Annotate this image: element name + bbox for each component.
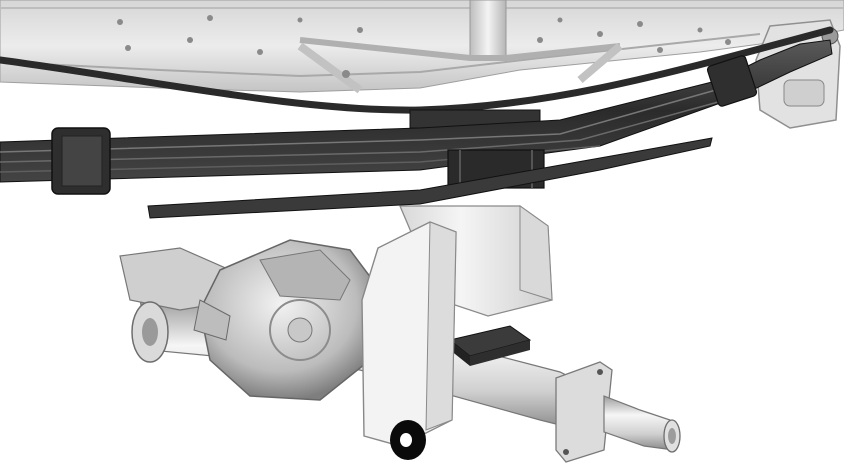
- helper-leaf: [147, 137, 713, 219]
- spring-seat-pad: [448, 325, 532, 366]
- frame-holes: [117, 15, 731, 78]
- leaf-spring-pack: [0, 39, 833, 195]
- wheel-spindle: [555, 361, 681, 463]
- spring-clamp-left: [51, 127, 111, 195]
- hanger-bracket: [361, 205, 553, 460]
- spring-clamp-right: [706, 55, 758, 107]
